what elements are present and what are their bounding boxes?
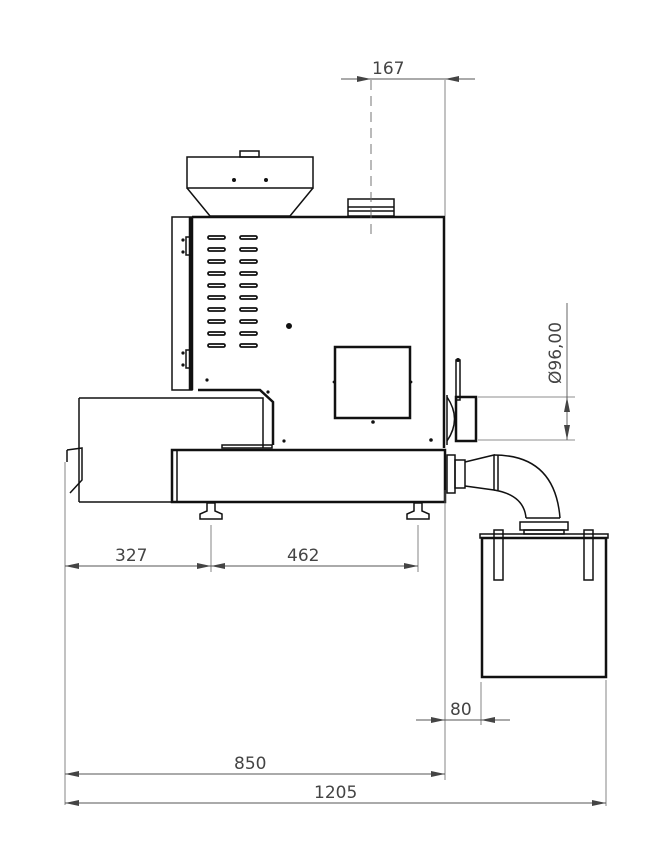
dim-label-80: 80 <box>450 700 472 720</box>
dim-label-1205: 1205 <box>314 783 357 803</box>
base-frame <box>170 448 447 504</box>
main-housing <box>171 215 446 448</box>
front-tray <box>66 397 273 503</box>
vent-slots <box>207 235 258 348</box>
dim-label-850: 850 <box>234 754 266 774</box>
dim-850: 850 <box>65 754 445 777</box>
hopper <box>186 150 314 217</box>
dim-label-327: 327 <box>115 546 147 566</box>
dim-diameter: Ø96,00 <box>478 303 575 441</box>
dim-80: 80 <box>416 490 510 780</box>
inspection-panel <box>332 345 433 442</box>
dim-label-462: 462 <box>287 546 319 566</box>
collection-bin <box>479 529 609 679</box>
dim-167: 167 <box>341 59 475 235</box>
dim-label-diameter: Ø96,00 <box>546 322 566 384</box>
side-fan <box>446 358 478 445</box>
dim-feet: 327 462 <box>64 462 419 805</box>
dim-1205: 1205 <box>65 680 607 806</box>
elbow-duct <box>446 454 569 535</box>
adjustable-feet <box>199 502 430 520</box>
dim-label-167: 167 <box>372 59 404 79</box>
side-door <box>171 216 193 391</box>
